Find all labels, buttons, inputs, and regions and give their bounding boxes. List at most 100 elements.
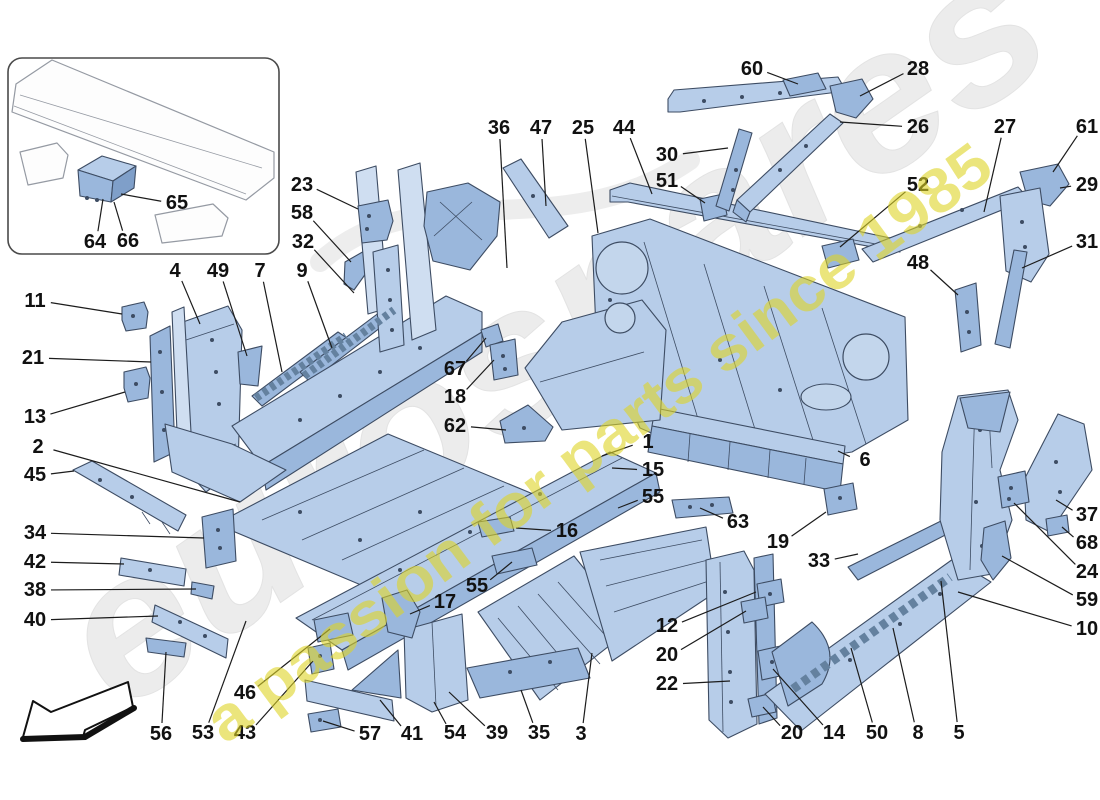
callout-54[interactable]: 54: [433, 701, 467, 744]
callout-11[interactable]: 11: [24, 290, 123, 315]
part-cube-19[interactable]: [823, 482, 858, 516]
callout-6[interactable]: 6: [837, 449, 871, 471]
callout-47[interactable]: 47: [530, 117, 552, 207]
part-number-label[interactable]: 16: [556, 520, 578, 542]
callout-51[interactable]: 51: [656, 170, 706, 204]
part-bracket-23[interactable]: [357, 199, 394, 244]
callout-32[interactable]: 32: [292, 231, 355, 294]
part-number-label[interactable]: 17: [434, 591, 456, 613]
part-bracket-56[interactable]: [145, 637, 187, 658]
part-number-label[interactable]: 9: [296, 260, 307, 282]
callout-22[interactable]: 22: [656, 673, 731, 695]
part-number-label[interactable]: 52: [907, 174, 929, 196]
part-strip-55b[interactable]: [491, 547, 538, 575]
part-number-label[interactable]: 43: [234, 722, 256, 744]
part-number-label[interactable]: 39: [486, 722, 508, 744]
callout-24[interactable]: 24: [1013, 502, 1099, 583]
part-number-label[interactable]: 11: [24, 290, 45, 312]
part-number-label[interactable]: 25: [572, 117, 594, 139]
part-number-label[interactable]: 50: [866, 722, 888, 744]
callout-20[interactable]: 20: [762, 706, 803, 744]
part-number-label[interactable]: 57: [359, 723, 381, 745]
callout-12[interactable]: 12: [656, 591, 757, 637]
callout-8[interactable]: 8: [892, 627, 924, 744]
part-number-label[interactable]: 47: [530, 117, 552, 139]
part-number-label[interactable]: 14: [823, 722, 846, 744]
callout-59[interactable]: 59: [1001, 555, 1098, 611]
part-gusset-49[interactable]: [237, 345, 263, 387]
callout-5[interactable]: 5: [940, 580, 965, 744]
part-bracket-68[interactable]: [1045, 514, 1070, 537]
part-inset-bracket-left[interactable]: [19, 142, 69, 186]
part-gusset-36[interactable]: [423, 182, 501, 271]
callout-28[interactable]: 28: [859, 58, 929, 97]
part-piece-59[interactable]: [980, 520, 1012, 581]
callout-35[interactable]: 35: [520, 689, 550, 744]
callout-46[interactable]: 46: [234, 628, 331, 704]
part-number-label[interactable]: 20: [656, 644, 678, 666]
part-number-label[interactable]: 44: [613, 117, 636, 139]
part-cube-11[interactable]: [121, 301, 149, 332]
callout-31[interactable]: 31: [1021, 231, 1098, 269]
part-number-label[interactable]: 23: [291, 174, 313, 196]
part-number-label[interactable]: 58: [291, 202, 313, 224]
part-number-label[interactable]: 22: [656, 673, 678, 695]
part-bpillar-tall-a[interactable]: [397, 162, 437, 341]
part-number-label[interactable]: 55: [642, 486, 664, 508]
part-channel-42[interactable]: [118, 557, 187, 587]
callout-36[interactable]: 36: [488, 117, 510, 269]
callout-16[interactable]: 16: [515, 520, 578, 542]
part-panel-54[interactable]: [403, 613, 469, 713]
callout-7[interactable]: 7: [254, 260, 283, 373]
part-number-label[interactable]: 49: [207, 260, 229, 282]
part-number-label[interactable]: 41: [401, 723, 423, 745]
callout-48[interactable]: 48: [907, 252, 959, 296]
part-number-label[interactable]: 3: [575, 723, 586, 745]
callout-13[interactable]: 13: [24, 391, 126, 428]
part-strip-31[interactable]: [994, 249, 1028, 349]
part-number-label[interactable]: 8: [912, 722, 923, 744]
callout-55[interactable]: 55: [617, 486, 664, 509]
part-number-label[interactable]: 29: [1076, 174, 1098, 196]
callout-53[interactable]: 53: [192, 620, 247, 744]
part-number-label[interactable]: 31: [1076, 231, 1098, 253]
callout-60[interactable]: 60: [741, 58, 799, 85]
part-number-label[interactable]: 64: [84, 231, 107, 253]
part-number-label[interactable]: 66: [117, 230, 139, 252]
part-number-label[interactable]: 10: [1076, 618, 1098, 640]
part-number-label[interactable]: 15: [642, 459, 664, 481]
part-number-label[interactable]: 55: [466, 575, 488, 597]
part-channel-41[interactable]: [304, 679, 395, 722]
part-number-label[interactable]: 53: [192, 722, 214, 744]
part-bracket-38[interactable]: [190, 581, 215, 600]
part-sill-right[interactable]: [764, 558, 992, 732]
part-number-label[interactable]: 24: [1076, 561, 1099, 583]
callout-61[interactable]: 61: [1052, 116, 1098, 173]
part-bracket-20a[interactable]: [740, 596, 769, 624]
callout-62[interactable]: 62: [444, 415, 507, 437]
part-bracket-17[interactable]: [381, 589, 421, 639]
part-bracket-20b[interactable]: [747, 692, 777, 718]
part-strip-63[interactable]: [671, 496, 734, 519]
part-number-label[interactable]: 54: [444, 722, 467, 744]
part-number-label[interactable]: 18: [444, 386, 466, 408]
callout-39[interactable]: 39: [448, 691, 508, 744]
callout-67[interactable]: 67: [444, 337, 487, 380]
part-bracket-60[interactable]: [782, 72, 827, 97]
callout-30[interactable]: 30: [656, 144, 729, 166]
callout-64[interactable]: 64: [84, 198, 107, 253]
callout-68[interactable]: 68: [1061, 526, 1098, 554]
callout-4[interactable]: 4: [169, 260, 201, 325]
callout-21[interactable]: 21: [22, 347, 152, 369]
callout-1[interactable]: 1: [601, 431, 654, 457]
part-number-label[interactable]: 26: [907, 116, 929, 138]
callout-37[interactable]: 37: [1055, 499, 1098, 526]
part-number-label[interactable]: 34: [24, 522, 47, 544]
callout-29[interactable]: 29: [1059, 174, 1098, 196]
callout-66[interactable]: 66: [113, 201, 139, 252]
part-number-label[interactable]: 35: [528, 722, 550, 744]
part-number-label[interactable]: 5: [953, 722, 964, 744]
part-inset-ecu-side[interactable]: [110, 165, 137, 203]
callout-65[interactable]: 65: [120, 192, 188, 214]
part-number-label[interactable]: 36: [488, 117, 510, 139]
